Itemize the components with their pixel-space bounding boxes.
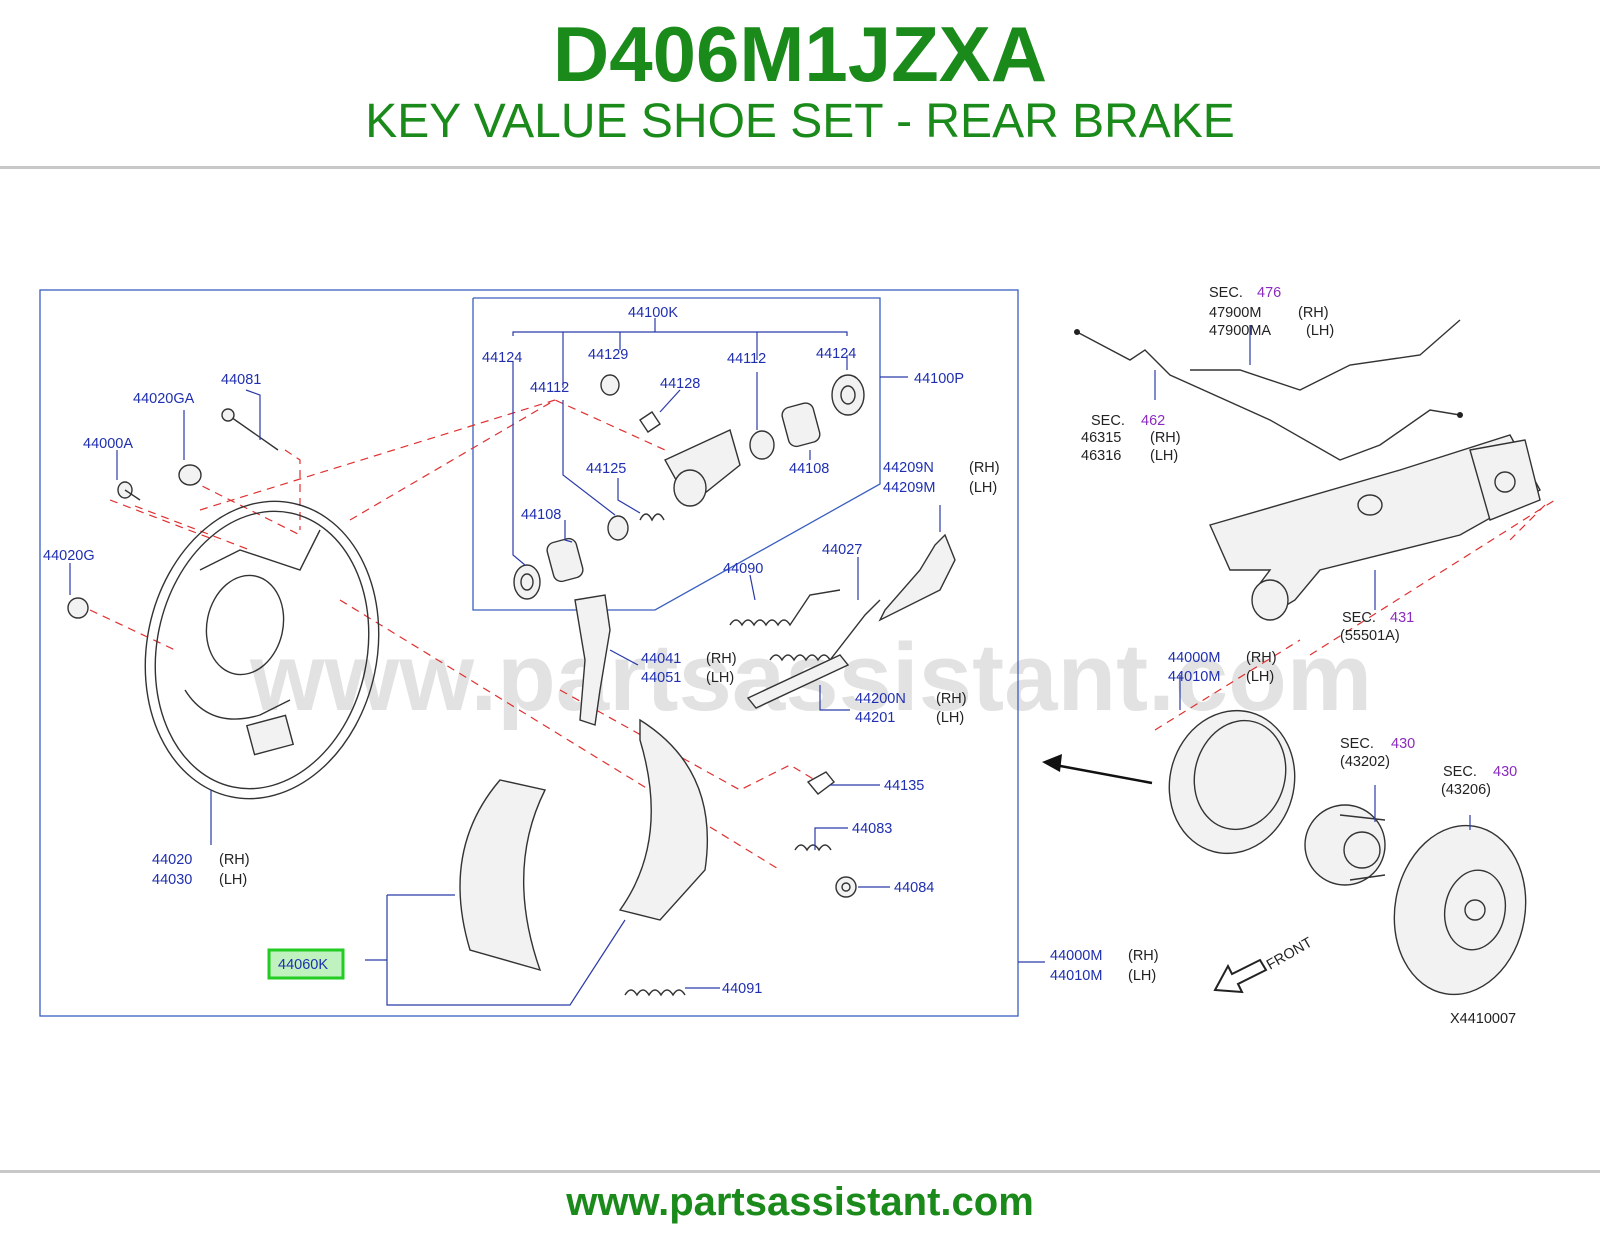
- sec-label-462: SEC.: [1091, 413, 1125, 429]
- part-label-44041[interactable]: 44041: [641, 651, 681, 667]
- sec-number-462[interactable]: 462: [1141, 413, 1165, 429]
- part-label-44081[interactable]: 44081: [221, 372, 261, 388]
- part-label-43202[interactable]: (43202): [1340, 754, 1390, 770]
- header-divider: [0, 166, 1600, 169]
- part-label-44124-right[interactable]: 44124: [816, 346, 856, 362]
- part-label-44010M-assembly[interactable]: 44010M: [1050, 968, 1102, 984]
- part-label-44000M-drum[interactable]: 44000M: [1168, 650, 1220, 666]
- sec-label-431: SEC.: [1342, 610, 1376, 626]
- part-label-43206[interactable]: (43206): [1441, 782, 1491, 798]
- main-assembly-frame: [39, 289, 1019, 1017]
- part-label-44000M-assembly[interactable]: 44000M: [1050, 948, 1102, 964]
- diagram-reference-code: X4410007: [1450, 1011, 1516, 1027]
- part-label-44020GA[interactable]: 44020GA: [133, 391, 195, 407]
- part-label-44112-left[interactable]: 44112: [530, 380, 569, 396]
- drum-assembly-drawing: [1168, 709, 1527, 996]
- part-label-44201[interactable]: 44201: [855, 710, 895, 726]
- part-label-44200N[interactable]: 44200N: [855, 691, 906, 707]
- part-label-44010M-drum[interactable]: 44010M: [1168, 669, 1220, 685]
- part-label-44108-right[interactable]: 44108: [789, 461, 829, 477]
- part-label-44091[interactable]: 44091: [722, 981, 762, 997]
- part-label-44027[interactable]: 44027: [822, 542, 862, 558]
- part-label-44209N[interactable]: 44209N: [883, 460, 934, 476]
- sec-number-430-hub[interactable]: 430: [1391, 736, 1415, 752]
- part-label-44112-right[interactable]: 44112: [727, 351, 766, 367]
- side-label-rh-44000M-assembly: (RH): [1128, 948, 1159, 964]
- side-label-rh-44041: (RH): [706, 651, 737, 667]
- side-label-lh-44209M: (LH): [969, 480, 997, 496]
- side-label-lh-44201: (LH): [936, 710, 964, 726]
- side-label-rh-44020: (RH): [219, 852, 250, 868]
- side-label-lh-44010M-assembly: (LH): [1128, 968, 1156, 984]
- part-label-44100P[interactable]: 44100P: [914, 371, 964, 387]
- part-label-44100K[interactable]: 44100K: [628, 305, 678, 321]
- axle-and-cable-drawing: [1074, 319, 1541, 621]
- diagram-subtitle: KEY VALUE SHOE SET - REAR BRAKE: [365, 95, 1235, 148]
- part-label-44084[interactable]: 44084: [894, 880, 934, 896]
- side-label-lh-44010M-drum: (LH): [1246, 669, 1274, 685]
- side-label-rh-47900M: (RH): [1298, 305, 1329, 321]
- part-label-44060K[interactable]: 44060K: [278, 957, 328, 973]
- sec-label-430-hub: SEC.: [1340, 736, 1374, 752]
- part-label-44128[interactable]: 44128: [660, 376, 700, 392]
- part-label-44020[interactable]: 44020: [152, 852, 192, 868]
- sec-label-430-drum: SEC.: [1443, 764, 1477, 780]
- front-arrow-icon: [1213, 958, 1268, 994]
- side-label-lh-44051: (LH): [706, 670, 734, 686]
- brake-shoes-drawing: [459, 718, 709, 972]
- part-label-44083[interactable]: 44083: [852, 821, 892, 837]
- side-label-lh-44030: (LH): [219, 872, 247, 888]
- part-label-55501A[interactable]: (55501A): [1340, 628, 1400, 644]
- part-label-44108-left[interactable]: 44108: [521, 507, 561, 523]
- wheel-cylinder-drawing: [513, 374, 865, 600]
- sec-number-431[interactable]: 431: [1390, 610, 1414, 626]
- side-label-lh-47900MA: (LH): [1306, 323, 1334, 339]
- part-label-46316[interactable]: 46316: [1081, 448, 1121, 464]
- diagram-code-title: D406M1JZXA: [552, 10, 1048, 98]
- left-hardware-drawing: [67, 408, 279, 619]
- highlight-box-44060K[interactable]: [267, 948, 345, 980]
- brake-parts-diagram: www.partsassistant.com: [39, 285, 1556, 1027]
- part-label-44000A[interactable]: 44000A: [83, 436, 133, 452]
- footer-divider: [0, 1170, 1600, 1173]
- backing-plate-drawing: [144, 500, 380, 800]
- springs-and-adjuster-drawing: [574, 533, 956, 997]
- part-label-44030[interactable]: 44030: [152, 872, 192, 888]
- part-label-44090[interactable]: 44090: [723, 561, 763, 577]
- part-label-44135[interactable]: 44135: [884, 778, 924, 794]
- direction-arrow: [1042, 754, 1153, 785]
- front-label: FRONT: [1264, 935, 1315, 974]
- part-label-47900MA[interactable]: 47900MA: [1209, 323, 1271, 339]
- sec-number-476[interactable]: 476: [1257, 285, 1281, 301]
- side-label-lh-46316: (LH): [1150, 448, 1178, 464]
- part-label-44051[interactable]: 44051: [641, 670, 681, 686]
- part-label-44129[interactable]: 44129: [588, 347, 628, 363]
- part-label-44124-left[interactable]: 44124: [482, 350, 522, 366]
- part-label-47900M[interactable]: 47900M: [1209, 305, 1261, 321]
- side-label-rh-44200N: (RH): [936, 691, 967, 707]
- wheel-cylinder-frame: [472, 297, 881, 611]
- sec-label-476: SEC.: [1209, 285, 1243, 301]
- side-label-rh-44209N: (RH): [969, 460, 1000, 476]
- part-label-44020G[interactable]: 44020G: [43, 548, 95, 564]
- leader-lines: [69, 318, 1471, 1006]
- part-label-46315[interactable]: 46315: [1081, 430, 1121, 446]
- part-label-44125[interactable]: 44125: [586, 461, 626, 477]
- footer-website-link[interactable]: www.partsassistant.com: [566, 1180, 1034, 1224]
- part-label-44209M[interactable]: 44209M: [883, 480, 935, 496]
- side-label-rh-44000M-drum: (RH): [1246, 650, 1277, 666]
- sec-number-430-drum[interactable]: 430: [1493, 764, 1517, 780]
- side-label-rh-46315: (RH): [1150, 430, 1181, 446]
